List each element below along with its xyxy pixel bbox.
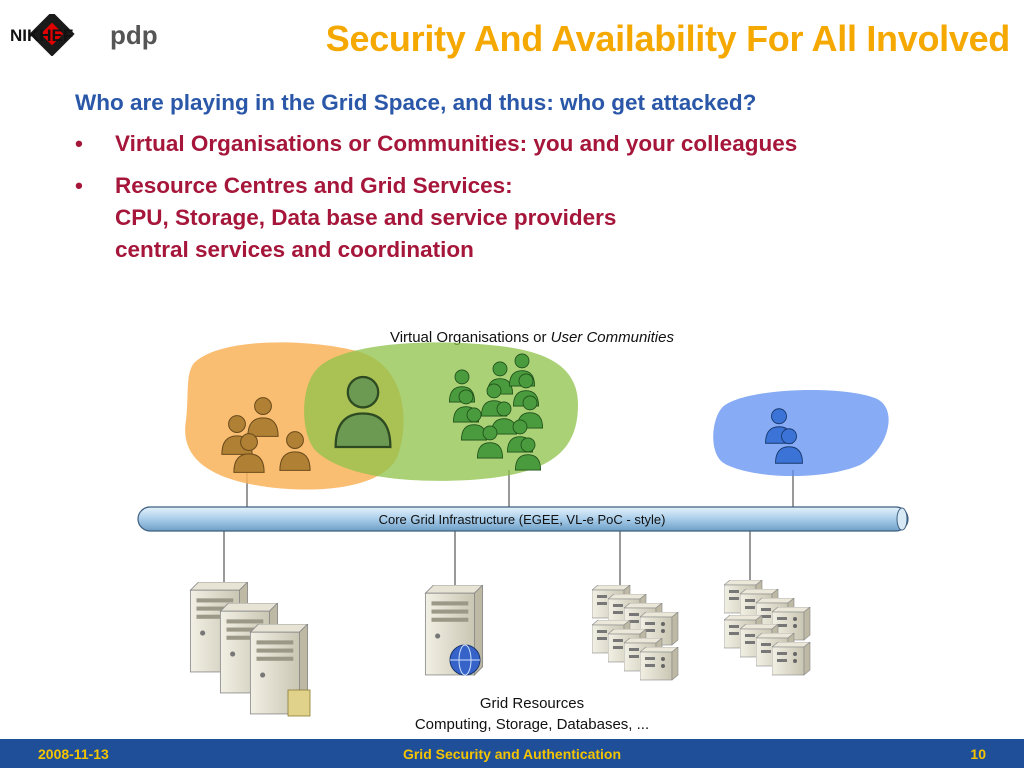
connection-lines: [223, 470, 794, 610]
vo-label-italic: User Communities: [551, 329, 675, 346]
rack-group-storage: [592, 585, 679, 681]
resources-title: Grid Resources: [480, 695, 584, 712]
bullet-line: Virtual Organisations or Communities: yo…: [115, 131, 798, 156]
bullet-line: Resource Centres and Grid Services:: [115, 173, 513, 198]
question-text: Who are playing in the Grid Space, and t…: [75, 90, 757, 115]
logo-text-nikhef: NIKHEF: [10, 26, 73, 45]
footer-date: 2008-11-13: [38, 746, 109, 762]
bullet-item: • Virtual Organisations or Communities: …: [75, 128, 797, 160]
folder-icon: [287, 689, 311, 717]
slide-title: Security And Availability For All Involv…: [325, 18, 1011, 59]
footer-bar: 2008-11-13 Grid Security and Authenticat…: [0, 739, 1024, 768]
vo-label-plain: Virtual Organisations or: [390, 329, 551, 346]
bullet-marker: •: [75, 131, 83, 156]
server-group-compute: [189, 582, 311, 717]
grid-diagram: Virtual Organisations or User Communitie…: [137, 329, 909, 733]
rack-group-database: [724, 580, 811, 676]
resources-subtitle: Computing, Storage, Databases, ...: [415, 716, 649, 733]
logo-text-pdp: pdp: [110, 20, 158, 50]
page-number: 10: [970, 746, 986, 762]
blue-community-blob: [713, 389, 889, 477]
bullet-line: central services and coordination: [115, 237, 474, 262]
core-grid-bus: Core Grid Infrastructure (EGEE, VL-e PoC…: [137, 506, 909, 532]
vo-label: Virtual Organisations or User Communitie…: [390, 329, 675, 346]
bullet-item: • Resource Centres and Grid Services: CP…: [75, 170, 797, 266]
bullet-line: CPU, Storage, Data base and service prov…: [115, 205, 617, 230]
server-group-web: [424, 585, 484, 676]
bullet-list: • Virtual Organisations or Communities: …: [75, 128, 797, 276]
nikhef-pdp-logo: NIKHEF pdp: [10, 14, 158, 56]
bullet-marker: •: [75, 173, 83, 198]
bus-label: Core Grid Infrastructure (EGEE, VL-e PoC…: [379, 512, 666, 527]
logo-diamond-center: [40, 22, 64, 46]
footer-title: Grid Security and Authentication: [402, 746, 622, 762]
